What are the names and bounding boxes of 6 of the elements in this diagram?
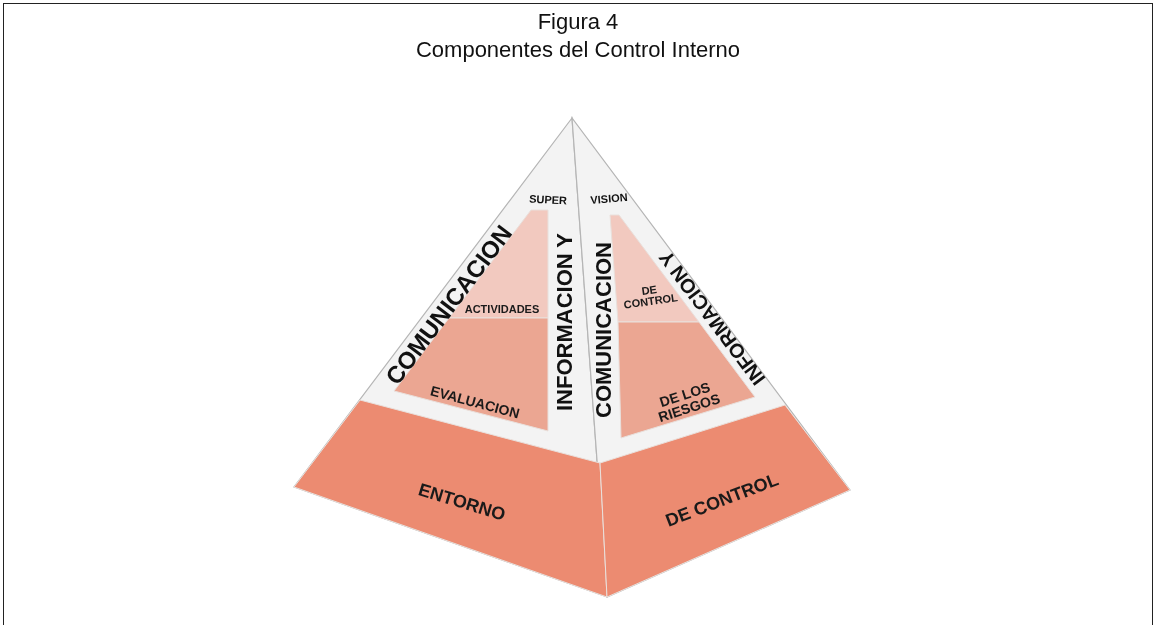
face-label: SUPER bbox=[528, 193, 568, 207]
figure-number: Figura 4 bbox=[537, 9, 619, 35]
edge-strip-label: COMUNICACION bbox=[593, 242, 615, 418]
figure-title: Componentes del Control Interno bbox=[415, 39, 741, 61]
edge-strip-label: INFORMACION Y bbox=[554, 233, 576, 411]
face-label: VISION bbox=[589, 191, 629, 207]
